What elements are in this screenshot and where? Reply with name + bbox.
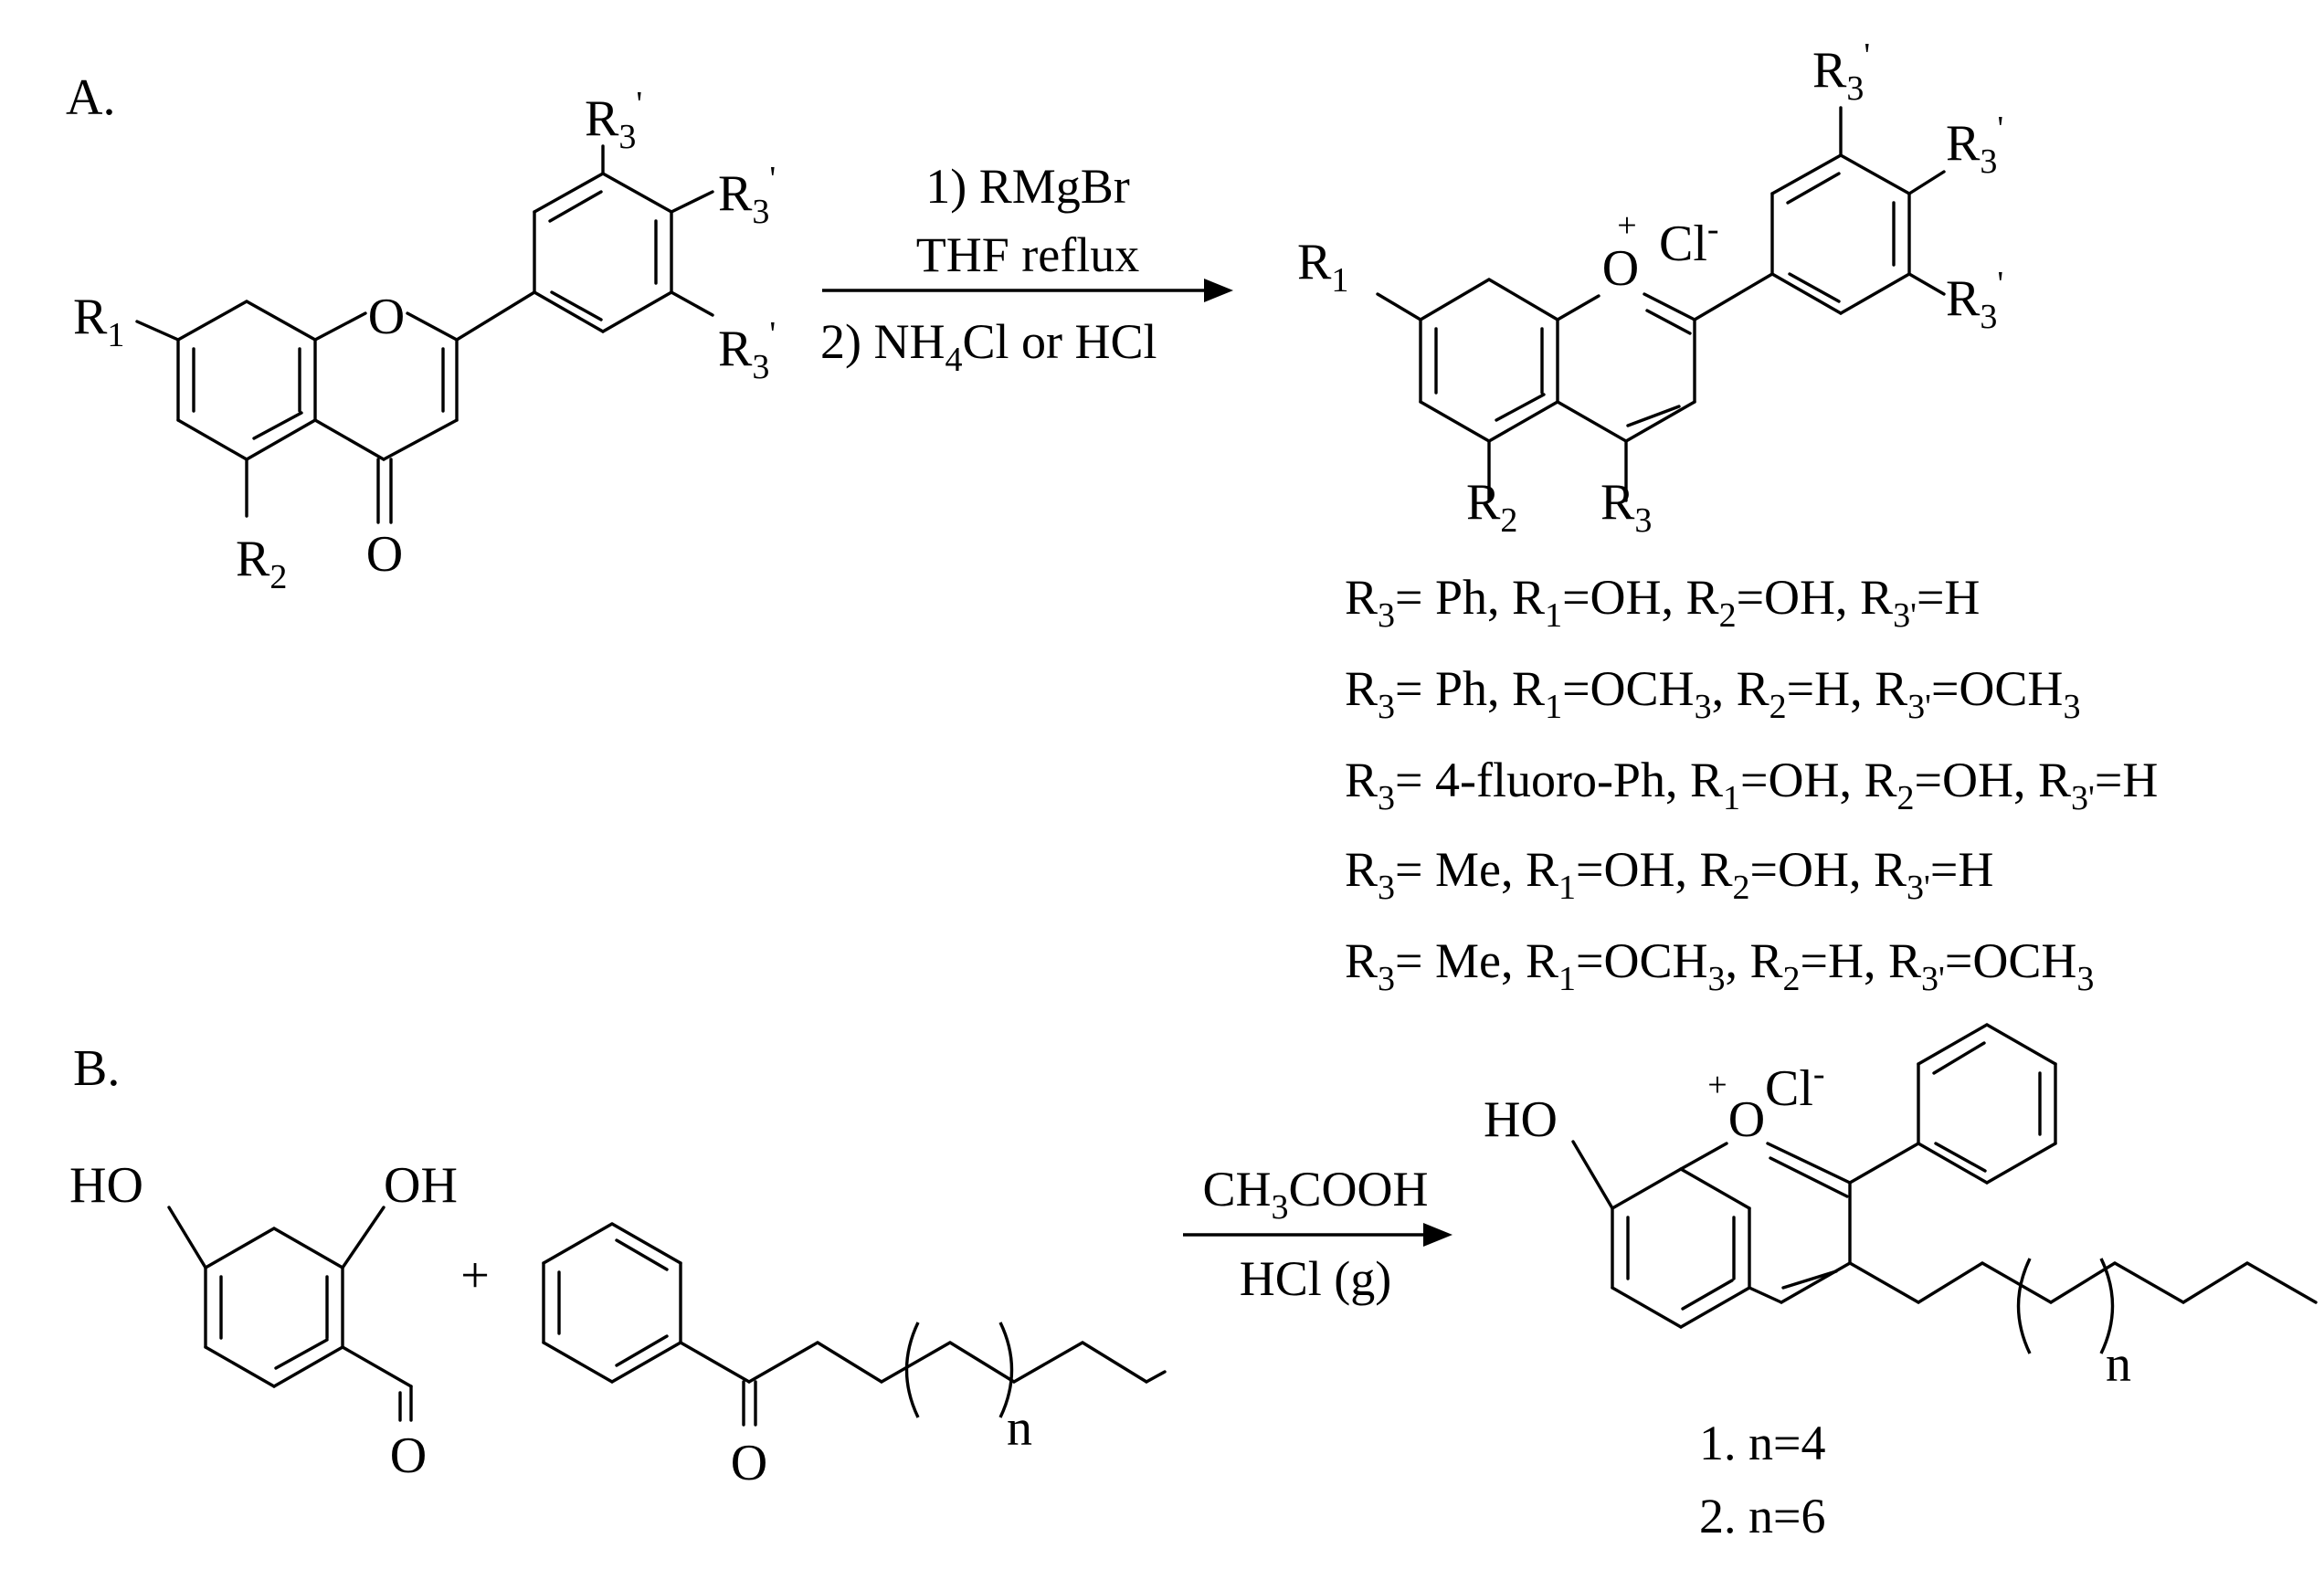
condition-solvent: THF reflux <box>916 227 1139 282</box>
reaction-arrow-a: 1) RMgBr THF reflux 2) NH4Cl or HCl <box>820 159 1233 379</box>
hydroxy-label: HO <box>69 1157 143 1214</box>
reaction-arrow-b: CH3COOH HCl (g) <box>1183 1162 1452 1306</box>
r2-label: R2 <box>236 531 287 596</box>
r1-bond <box>135 320 180 342</box>
oxonium-plus-sign: + <box>1707 1066 1727 1104</box>
product-r3p-mid-label: R3' <box>1946 110 2003 181</box>
substituent-variant-list: R3= Ph, R1=OH, R2=OH, R3'=H R3= Ph, R1=O… <box>1345 570 2158 998</box>
aldehyde-oxygen-label: O <box>390 1427 427 1484</box>
product-r3p-top-label: R3' <box>1812 37 1870 108</box>
variant-line: R3= Me, R1=OCH3, R2=H, R3'=OCH3 <box>1345 933 2094 998</box>
variant-line: R3= Ph, R1=OH, R2=OH, R3'=H <box>1345 570 1980 635</box>
chloride-counterion: Cl- <box>1765 1055 1825 1117</box>
ring-oxygen-label: O <box>368 289 405 345</box>
condition-acid: CH3COOH <box>1202 1162 1428 1227</box>
hydroxy-label: OH <box>384 1157 458 1214</box>
product-r3-label: R3 <box>1600 474 1652 540</box>
product-r2-label: R2 <box>1466 474 1517 540</box>
flavylium-structure: O + Cl- R1 R2 R3 R3' R3' R3' <box>1297 37 2003 540</box>
carbonyl-oxygen-label: O <box>366 526 403 583</box>
condition-hcl-gas: HCl (g) <box>1240 1251 1391 1306</box>
compound-entry: 2. n=6 <box>1699 1489 1825 1543</box>
flavylium-benzo-ring <box>1419 278 1559 443</box>
chloride-counterion: Cl- <box>1659 210 1719 272</box>
product-r3p-bot-label: R3' <box>1946 265 2003 336</box>
dihydroxybenzaldehyde-structure: HO OH O <box>69 1157 458 1484</box>
ketone-oxygen-label: O <box>731 1435 767 1491</box>
panel-b-label: B. <box>73 1040 120 1097</box>
oxonium-oxygen-label: O <box>1728 1091 1765 1148</box>
oxonium-oxygen-label: O <box>1602 240 1639 297</box>
variant-line: R3= 4-fluoro-Ph, R1=OH, R2=OH, R3'=H <box>1345 753 2158 817</box>
product-r1-bond <box>1376 292 1422 321</box>
flavone-phenyl-ring <box>455 172 673 342</box>
flavone-benzo-ring <box>176 300 317 461</box>
variant-line: R3= Me, R1=OH, R2=OH, R3'=H <box>1345 842 1993 907</box>
r3p-mid-bond <box>670 190 714 214</box>
r3p-bot-label: R3' <box>718 315 776 386</box>
condition-step2: 2) NH4Cl or HCl <box>820 314 1157 379</box>
compound-entry: 1. n=4 <box>1699 1416 1825 1470</box>
alkylflavylium-structure: HO O + Cl- n <box>1484 1023 2318 1393</box>
flavone-structure: O O R1 R2 R3' R3' R3' <box>73 85 776 596</box>
oxonium-plus-sign: + <box>1617 206 1636 245</box>
repeat-n-label: n <box>2106 1336 2131 1393</box>
flavylium-pyrylium-ring <box>1556 292 1696 443</box>
alkyl-phenyl-ketone-structure: O n <box>542 1222 1167 1491</box>
panel-a-label: A. <box>66 69 115 126</box>
flavone-pyranone-ring <box>313 311 459 524</box>
product-r1-label: R1 <box>1297 234 1348 300</box>
condition-step1: 1) RMgBr <box>925 159 1130 214</box>
r3p-top-label: R3' <box>585 85 642 156</box>
repeat-n-label: n <box>1007 1400 1032 1457</box>
variant-line: R3= Ph, R1=OCH3, R2=H, R3'=OCH3 <box>1345 661 2080 726</box>
product-r3p-bot-bond <box>1907 272 1946 296</box>
r3p-bot-bond <box>670 290 714 317</box>
r3p-mid-label: R3' <box>718 160 776 231</box>
r1-label: R1 <box>73 289 124 354</box>
flavylium-phenyl-ring <box>1693 153 1911 321</box>
product-r3p-mid-bond <box>1907 170 1946 195</box>
hydroxy-label: HO <box>1484 1091 1558 1148</box>
compound-list: 1. n=4 2. n=6 <box>1699 1416 1825 1543</box>
plus-sign: + <box>460 1248 490 1304</box>
